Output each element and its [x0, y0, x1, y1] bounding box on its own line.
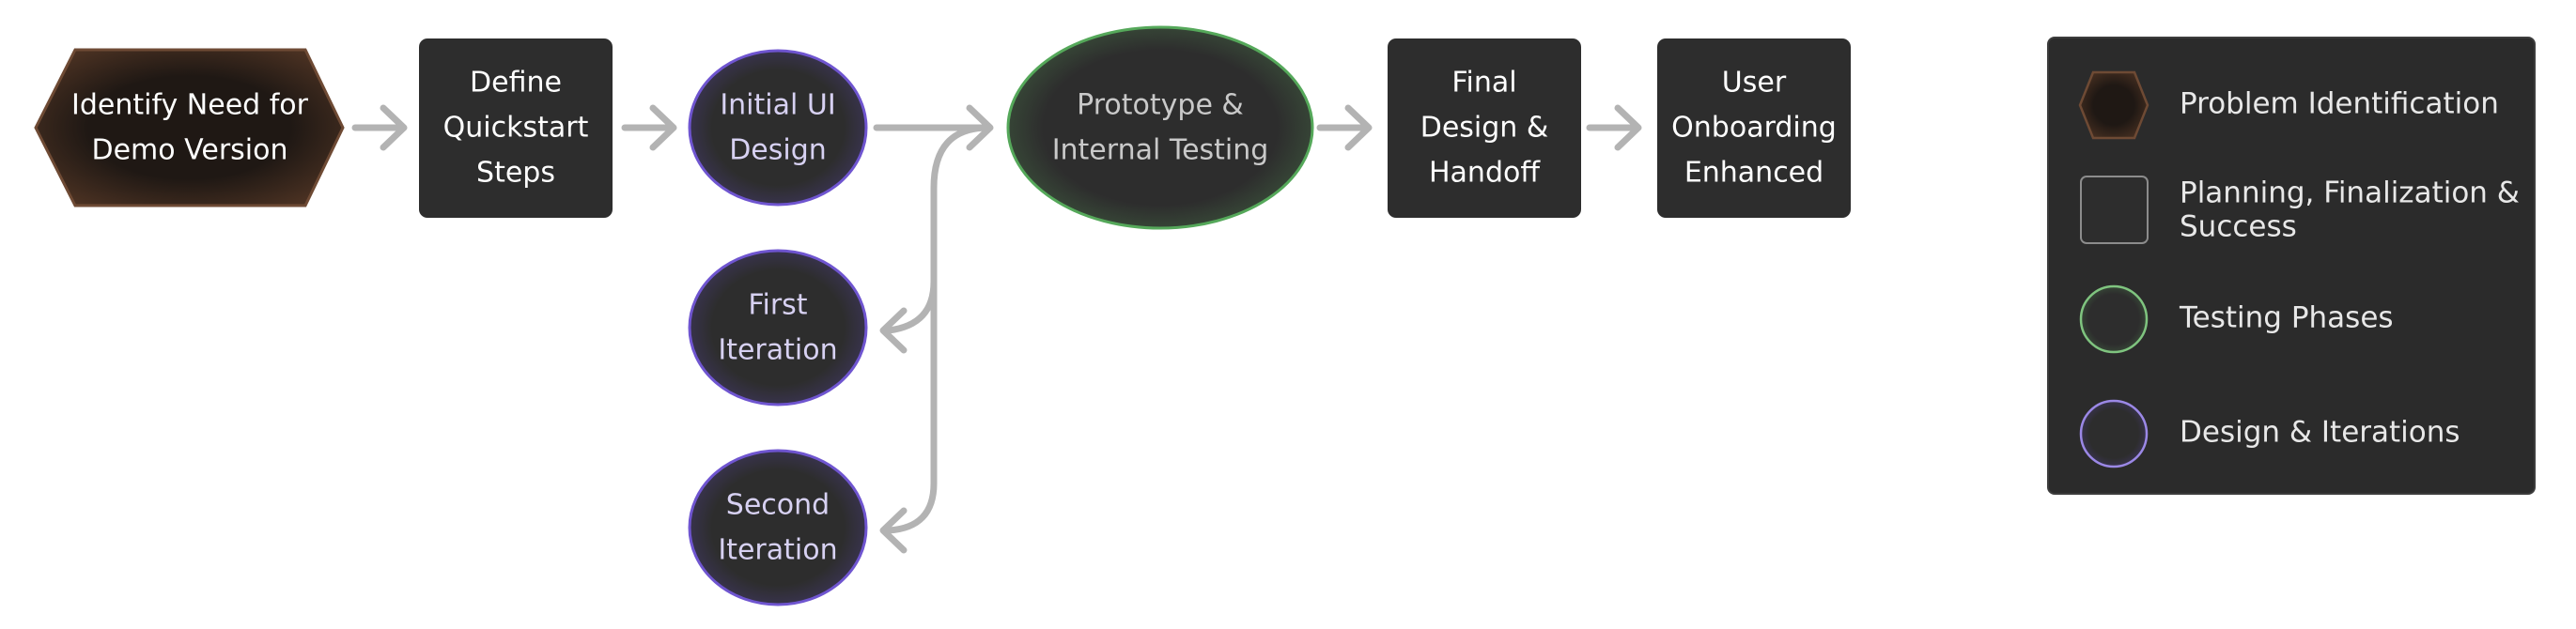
node-define-quickstart: Define Quickstart Steps: [419, 38, 613, 218]
node-first-iteration: First Iteration: [688, 249, 868, 407]
node-label-line: Prototype &: [1077, 89, 1244, 122]
arrowhead-define-initial-ui: [649, 104, 677, 151]
node-label-line: Design &: [1420, 112, 1549, 145]
legend-label: Testing Phases: [2179, 301, 2394, 335]
node-label-line: Define: [470, 67, 562, 100]
legend-green-circle-icon: [2079, 284, 2149, 354]
node-label-line: Final: [1451, 67, 1516, 100]
rect-shape: [1657, 38, 1851, 218]
arrowhead-identify-define: [380, 104, 408, 151]
edge-prototype-first-iteration: [885, 124, 992, 334]
ellipse-shape: [688, 249, 868, 407]
node-user-onboarding: User Onboarding Enhanced: [1657, 38, 1851, 218]
node-label-line: Steps: [476, 157, 555, 190]
legend-square-icon: [2080, 176, 2149, 244]
node-label-line: Identify Need for: [71, 89, 309, 122]
node-label-line: First: [748, 289, 807, 322]
node-label-line: Second: [726, 489, 830, 522]
rect-shape: [419, 38, 613, 218]
node-label-line: Handoff: [1429, 157, 1541, 190]
legend: Problem Identification Planning, Finaliz…: [2047, 37, 2536, 495]
node-label-line: Internal Testing: [1052, 134, 1269, 167]
rect-shape: [1388, 38, 1581, 218]
node-label-line: Enhanced: [1684, 157, 1823, 190]
legend-hexagon-icon: [2078, 70, 2149, 140]
ellipse-shape: [688, 49, 868, 207]
arrowhead-prototype-final-design: [1344, 104, 1373, 151]
node-label-line: Iteration: [718, 534, 837, 567]
legend-label: Planning, Finalization &: [2180, 176, 2520, 210]
node-prototype-testing: Prototype & Internal Testing: [1006, 25, 1314, 230]
edge-prototype-second-iteration: [885, 278, 938, 534]
legend-purple-circle-icon: [2079, 399, 2149, 468]
node-initial-ui-design: Initial UI Design: [688, 49, 868, 207]
node-label-line: Initial UI: [720, 89, 835, 122]
node-final-design: Final Design & Handoff: [1388, 38, 1581, 218]
ellipse-shape: [688, 449, 868, 606]
node-label-line: Quickstart: [443, 112, 589, 145]
arrowhead-first-iteration: [879, 307, 908, 354]
legend-label: Success: [2180, 210, 2297, 244]
node-label-line: Design: [729, 134, 827, 167]
arrowhead-final-design-user-onboarding: [1614, 104, 1642, 151]
legend-label: Problem Identification: [2180, 87, 2499, 121]
legend-panel: [2047, 37, 2536, 495]
hexagon-shape: [34, 48, 345, 207]
edges: [351, 104, 1642, 554]
arrowhead-second-iteration: [879, 507, 908, 554]
node-label-line: User: [1722, 67, 1787, 100]
node-label-line: Onboarding: [1671, 112, 1837, 145]
node-identify-need: Identify Need for Demo Version: [34, 48, 345, 207]
legend-label: Design & Iterations: [2180, 416, 2460, 450]
ellipse-shape: [1006, 25, 1314, 230]
node-label-line: Demo Version: [92, 134, 288, 167]
node-second-iteration: Second Iteration: [688, 449, 868, 606]
node-label-line: Iteration: [718, 334, 837, 367]
